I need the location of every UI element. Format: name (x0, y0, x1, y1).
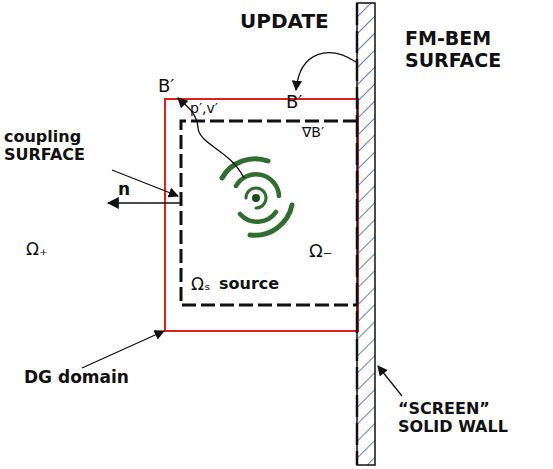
leader-line (82, 331, 164, 368)
domain-symbol: Ω₊ (26, 240, 66, 260)
wall-label: “SCREEN” SOLID WALL (398, 400, 548, 437)
field-label: B′ (158, 76, 198, 97)
surface-label: FM-BEM SURFACE (405, 28, 535, 72)
normal-label: n (118, 180, 138, 200)
region-symbol: Ω₋ (309, 241, 332, 262)
update-arrow (296, 53, 356, 90)
fm-bem-surface-line (356, 3, 359, 465)
heading-label: UPDATE (240, 10, 350, 33)
region-symbol: Ωₛ (191, 275, 210, 295)
domain-label: DG domain (24, 368, 154, 388)
gradient-label: ∇B′ (302, 124, 352, 140)
normal-arrow (108, 202, 181, 204)
dg-domain-outline (165, 99, 358, 331)
variable-label: p′,v′ (190, 100, 250, 116)
field-label: B′ (286, 92, 326, 113)
solid-wall (357, 3, 375, 465)
source-label: source (219, 275, 279, 293)
coupling-region: Ω₋ Ωₛ source (183, 123, 355, 303)
coupling-surface (181, 121, 357, 305)
leader-line (378, 366, 402, 396)
surface-label: coupling SURFACE (4, 128, 116, 165)
source-swirl (222, 159, 292, 236)
